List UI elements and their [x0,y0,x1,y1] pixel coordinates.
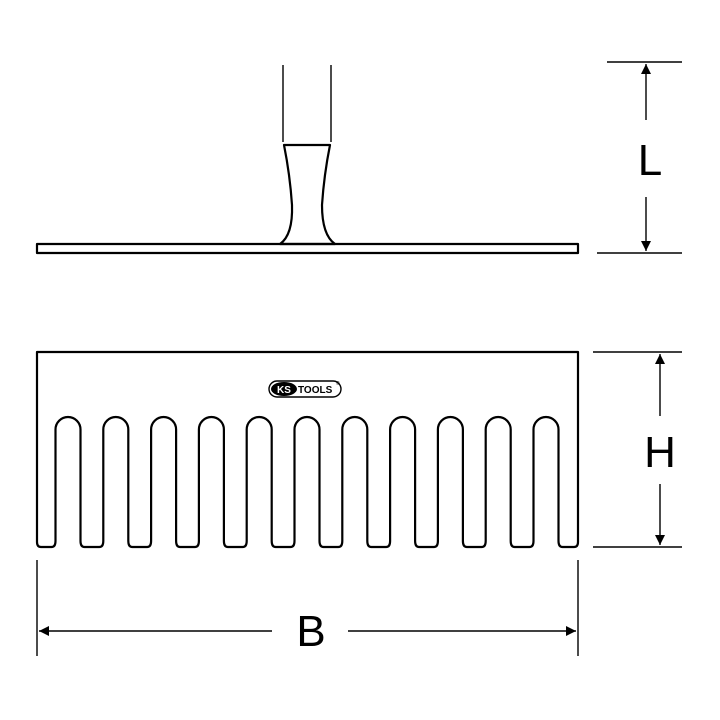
dimension-l: L [597,61,682,254]
logo-brand: KS [277,385,291,396]
dim-l-label: L [638,136,662,185]
rake-head-outline [35,350,580,549]
handle-socket [278,143,337,246]
ks-tools-logo: KS TOOLS ® [268,380,342,398]
dim-b-label: B [296,607,325,656]
logo-ks-oval [271,382,297,396]
dimension-b: B [36,560,579,656]
rake-side-view [35,65,580,255]
dimension-h: H [593,351,682,548]
dim-h-label: H [644,428,676,477]
logo-suffix: TOOLS [298,385,333,396]
rake-front-view: KS TOOLS ® [35,350,580,549]
rake-head-side [35,242,580,255]
logo-registered: ® [336,380,340,387]
